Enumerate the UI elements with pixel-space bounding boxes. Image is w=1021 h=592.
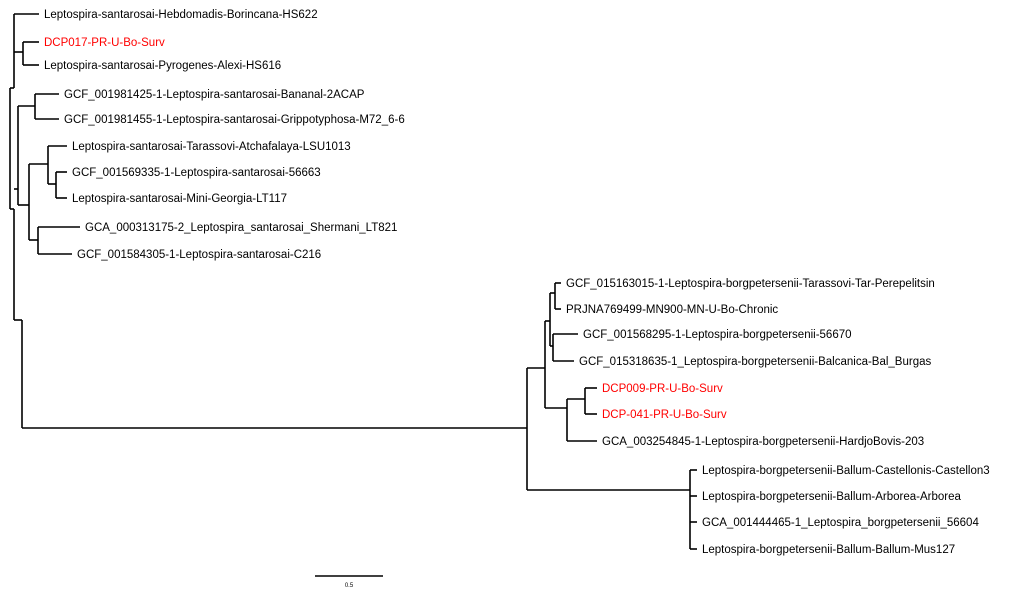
- scale-bar: 0.5: [315, 575, 383, 589]
- tree-leaf-label: Leptospira-santarosai-Mini-Georgia-LT117: [72, 193, 287, 205]
- tree-leaf-label: DCP009-PR-U-Bo-Surv: [602, 383, 723, 395]
- tree-leaf-label: GCF_015163015-1-Leptospira-borgpeterseni…: [566, 278, 935, 290]
- tree-leaf-label: GCA_001444465-1_Leptospira_borgpeterseni…: [702, 517, 979, 529]
- tree-leaf-label: Leptospira-santarosai-Pyrogenes-Alexi-HS…: [44, 60, 281, 72]
- tree-leaf-label: GCA_000313175-2_Leptospira_santarosai_Sh…: [85, 222, 397, 234]
- tree-leaf-label: Leptospira-borgpetersenii-Ballum-Arborea…: [702, 491, 961, 503]
- tree-leaf-label: GCF_001569335-1-Leptospira-santarosai-56…: [72, 167, 321, 179]
- tree-leaf-label: GCF_015318635-1_Leptospira-borgpeterseni…: [579, 356, 931, 368]
- tree-leaf-label: Leptospira-santarosai-Tarassovi-Atchafal…: [72, 141, 351, 153]
- tree-leaf-label: Leptospira-santarosai-Hebdomadis-Borinca…: [44, 9, 318, 21]
- tree-leaf-labels: Leptospira-santarosai-Hebdomadis-Borinca…: [44, 9, 990, 556]
- tree-leaf-label: GCF_001981455-1-Leptospira-santarosai-Gr…: [64, 114, 405, 126]
- tree-leaf-label: GCF_001584305-1-Leptospira-santarosai-C2…: [77, 249, 321, 261]
- tree-leaf-label: GCA_003254845-1-Leptospira-borgpeterseni…: [602, 436, 924, 448]
- tree-leaf-label: DCP017-PR-U-Bo-Surv: [44, 37, 165, 49]
- tree-branches: [9, 13, 697, 550]
- tree-leaf-label: Leptospira-borgpetersenii-Ballum-Castell…: [702, 465, 990, 477]
- tree-leaf-label: GCF_001568295-1-Leptospira-borgpeterseni…: [583, 329, 852, 341]
- tree-leaf-label: GCF_001981425-1-Leptospira-santarosai-Ba…: [64, 89, 365, 101]
- tree-leaf-label: PRJNA769499-MN900-MN-U-Bo-Chronic: [566, 304, 778, 316]
- scale-bar-label: 0.5: [345, 583, 354, 589]
- tree-leaf-label: DCP-041-PR-U-Bo-Surv: [602, 409, 727, 421]
- tree-leaf-label: Leptospira-borgpetersenii-Ballum-Ballum-…: [702, 544, 955, 556]
